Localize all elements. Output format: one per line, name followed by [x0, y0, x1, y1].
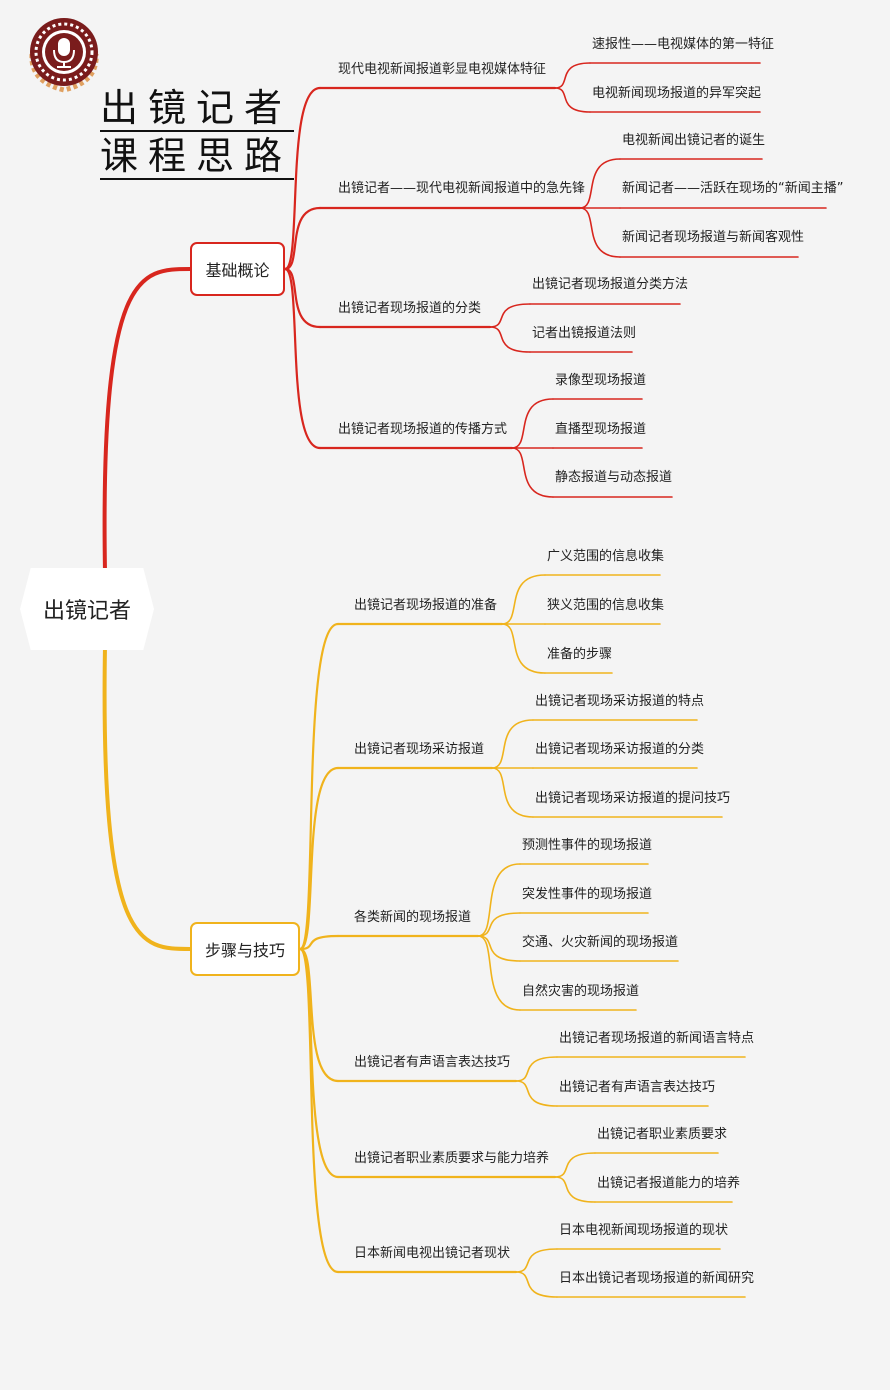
subtopic-node[interactable]: 电视新闻现场报道的异军突起	[592, 86, 762, 101]
topic-child-connector	[489, 303, 531, 328]
subtopic-node[interactable]: 出镜记者有声语言表达技巧	[559, 1080, 716, 1095]
subtopic-node[interactable]: 出镜记者现场采访报道的分类	[535, 742, 705, 757]
topic-child-connector	[554, 1176, 596, 1203]
subtopic-node[interactable]: 出镜记者职业素质要求	[597, 1127, 728, 1142]
topic-child-connector	[554, 87, 591, 113]
topic-child-connector	[515, 1080, 558, 1107]
topic-child-connector	[511, 398, 554, 449]
subtopic-node[interactable]: 新闻记者——活跃在现场的“新闻主播”	[622, 181, 844, 196]
topic-child-connector	[515, 1271, 558, 1298]
branch-topic-connector	[298, 622, 340, 951]
subtopic-node[interactable]: 狭义范围的信息收集	[547, 598, 665, 613]
subtopic-node[interactable]: 交通、火灾新闻的现场报道	[522, 935, 679, 950]
subtopic-node[interactable]: 突发性事件的现场报道	[522, 887, 653, 902]
subtopic-node[interactable]: 静态报道与动态报道	[555, 470, 673, 485]
subtopic-node[interactable]: 出镜记者现场报道的新闻语言特点	[559, 1031, 755, 1046]
branch-topic-connector	[283, 86, 322, 271]
subtopic-node[interactable]: 日本出镜记者现场报道的新闻研究	[559, 1271, 755, 1286]
subtopic-node[interactable]: 出镜记者现场采访报道的特点	[535, 694, 705, 709]
subtopic-node[interactable]: 新闻记者现场报道与新闻客观性	[622, 230, 805, 245]
subtopic-node[interactable]: 直播型现场报道	[555, 422, 647, 437]
topic-child-connector	[515, 1056, 558, 1082]
branch-topic-connector	[283, 267, 322, 450]
topic-child-connector	[554, 1152, 596, 1178]
subtopic-node[interactable]: 电视新闻出镜记者的诞生	[622, 133, 766, 148]
topic-child-connector	[477, 935, 521, 1011]
subtopic-node[interactable]: 出镜记者报道能力的培养	[597, 1176, 741, 1191]
branch-node[interactable]: 步骤与技巧	[190, 922, 300, 976]
branch-topic-connector	[283, 206, 322, 271]
microphone-seal-icon	[29, 18, 99, 93]
page-title-line-1: 出镜记者	[100, 86, 295, 132]
subtopic-node[interactable]: 出镜记者现场报道分类方法	[532, 277, 689, 292]
topic-child-connector	[491, 719, 534, 769]
topic-node[interactable]: 出镜记者有声语言表达技巧	[354, 1055, 511, 1070]
subtopic-node[interactable]: 预测性事件的现场报道	[522, 838, 653, 853]
topic-child-connector	[489, 326, 531, 353]
topic-child-connector	[579, 158, 621, 209]
topic-child-connector	[501, 574, 546, 625]
topic-node[interactable]: 现代电视新闻报道彰显电视媒体特征	[338, 62, 547, 77]
page-title-line-2: 课程思路	[100, 134, 295, 180]
topic-child-connector	[477, 912, 521, 937]
subtopic-node[interactable]: 记者出镜报道法则	[532, 326, 637, 341]
subtopic-node[interactable]: 自然灾害的现场报道	[522, 984, 640, 999]
logo	[22, 14, 106, 94]
topic-node[interactable]: 出镜记者现场报道的分类	[338, 301, 482, 316]
branch-topic-connector	[298, 766, 340, 951]
topic-node[interactable]: 出镜记者现场采访报道	[354, 742, 485, 757]
topic-child-connector	[515, 1248, 558, 1273]
topic-child-connector	[477, 863, 521, 937]
topic-node[interactable]: 出镜记者职业素质要求与能力培养	[354, 1151, 550, 1166]
topic-child-connector	[554, 62, 591, 89]
subtopic-node[interactable]: 日本电视新闻现场报道的现状	[559, 1223, 729, 1238]
subtopic-node[interactable]: 广义范围的信息收集	[547, 549, 665, 564]
branch-topic-connector	[298, 934, 340, 951]
branch-topic-connector	[283, 267, 322, 329]
branch-topic-connector	[298, 947, 340, 1274]
topic-node[interactable]: 出镜记者现场报道的准备	[354, 598, 498, 613]
branch-node[interactable]: 基础概论	[190, 242, 285, 296]
topic-node[interactable]: 日本新闻电视出镜记者现状	[354, 1246, 511, 1261]
subtopic-node[interactable]: 录像型现场报道	[555, 373, 647, 388]
subtopic-node[interactable]: 出镜记者现场采访报道的提问技巧	[535, 791, 731, 806]
topic-child-connector	[477, 935, 521, 962]
topic-node[interactable]: 各类新闻的现场报道	[354, 910, 472, 925]
topic-child-connector	[491, 767, 534, 818]
topic-child-connector	[511, 447, 554, 498]
subtopic-node[interactable]: 速报性——电视媒体的第一特征	[592, 37, 775, 52]
root-branch-connector	[102, 267, 192, 574]
subtopic-node[interactable]: 准备的步骤	[547, 647, 613, 662]
root-node[interactable]: 出镜记者	[20, 568, 154, 650]
root-branch-connector	[102, 644, 192, 951]
topic-node[interactable]: 出镜记者现场报道的传播方式	[338, 422, 508, 437]
topic-child-connector	[501, 623, 546, 674]
topic-child-connector	[579, 207, 621, 258]
topic-node[interactable]: 出镜记者——现代电视新闻报道中的急先锋	[338, 181, 586, 196]
